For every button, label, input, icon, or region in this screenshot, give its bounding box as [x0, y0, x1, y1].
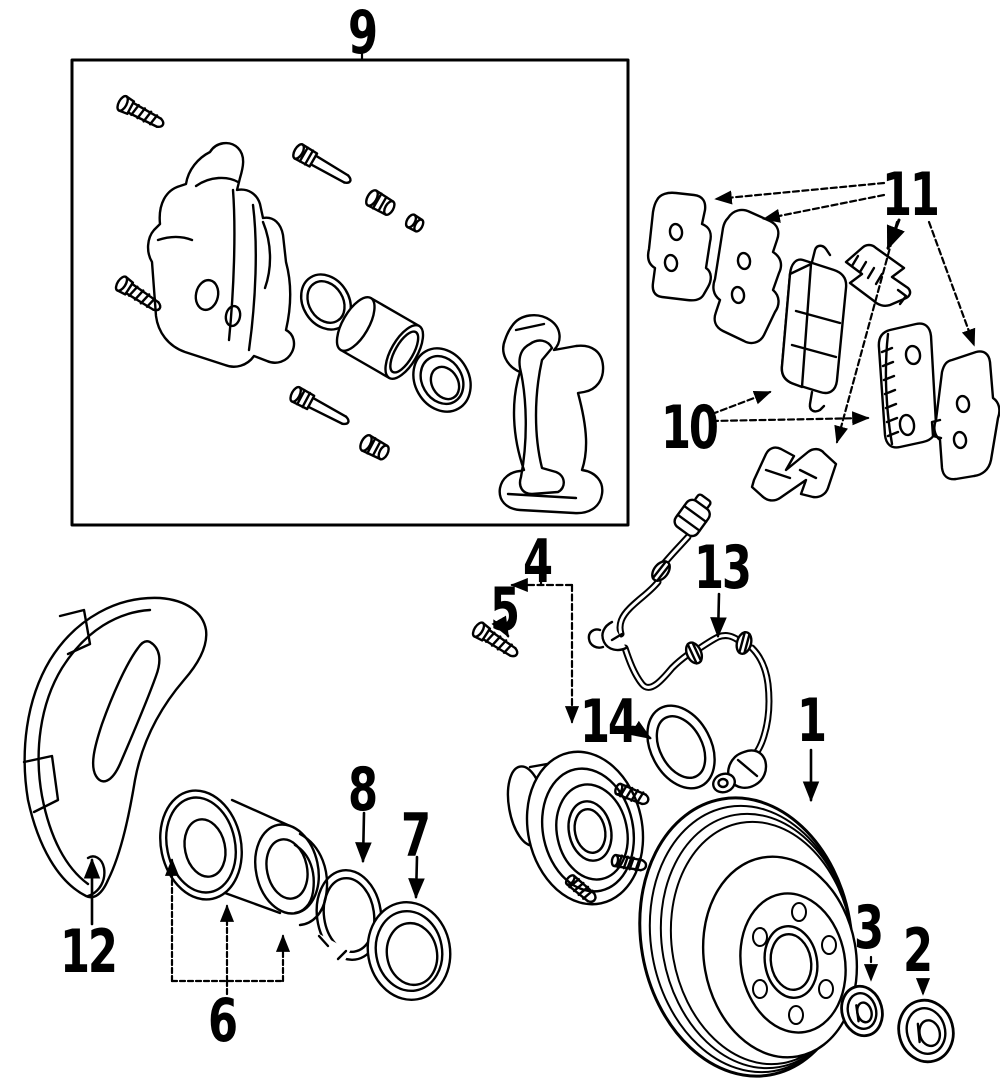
grease-seal	[646, 704, 716, 790]
abs-sensor-head	[712, 749, 768, 794]
leader-13	[710, 592, 727, 639]
leader-7	[408, 855, 425, 900]
lock-nut	[840, 984, 884, 1038]
callout-leaders	[83, 48, 976, 996]
guide-pin-lower	[287, 384, 393, 463]
leader-11e	[927, 220, 976, 347]
guide-pin-upper	[289, 141, 425, 233]
leader-5	[491, 615, 510, 638]
hub-assembly	[506, 750, 652, 906]
leader-11d	[834, 220, 899, 444]
snap-ring	[293, 869, 383, 985]
piston-dust-boot	[412, 347, 472, 413]
brake-rotor	[638, 796, 859, 1078]
caliper-piston	[335, 296, 425, 380]
callout-14: 14	[580, 687, 638, 757]
dust-cap	[897, 998, 955, 1064]
leader-11a	[714, 181, 886, 205]
callout-12: 12	[60, 917, 118, 987]
callout-4: 4	[523, 527, 553, 597]
brake-pad-center	[780, 244, 848, 413]
pad-retainer-clip-lower	[750, 446, 838, 502]
retaining-ring	[366, 901, 452, 1001]
caliper-bracket	[498, 314, 605, 515]
leader-11b	[762, 193, 886, 223]
callout-7: 7	[401, 801, 431, 871]
callout-5: 5	[490, 575, 520, 645]
pad-retainer-clip-upper	[844, 243, 912, 307]
callout-10: 10	[661, 393, 719, 463]
callout-8: 8	[348, 755, 378, 825]
callout-9: 9	[348, 0, 378, 68]
callout-6: 6	[208, 986, 238, 1056]
callout-1: 1	[797, 686, 827, 756]
callout-11: 11	[882, 160, 940, 230]
leader-8	[355, 811, 372, 864]
leader-14	[629, 720, 652, 740]
pad-shim-hatched	[877, 322, 938, 449]
caliper-kit-box	[70, 58, 630, 527]
caliper-body	[146, 141, 296, 368]
caliper-mount-bolt-upper	[114, 93, 168, 134]
splash-shield	[22, 596, 208, 899]
leader-10b	[710, 411, 870, 426]
leader-10a	[710, 390, 772, 416]
wheel-bearing	[159, 789, 329, 927]
callout-2: 2	[903, 916, 933, 986]
harness-clamp	[587, 620, 628, 652]
harness-connector	[673, 493, 712, 538]
callout-13: 13	[694, 533, 752, 603]
callout-3: 3	[854, 893, 884, 963]
pad-shim-outer-left	[646, 191, 712, 302]
pad-shim-inner-left	[712, 208, 783, 345]
pad-shim-outer-right	[930, 350, 1000, 481]
abs-sensor-harness	[587, 493, 773, 794]
